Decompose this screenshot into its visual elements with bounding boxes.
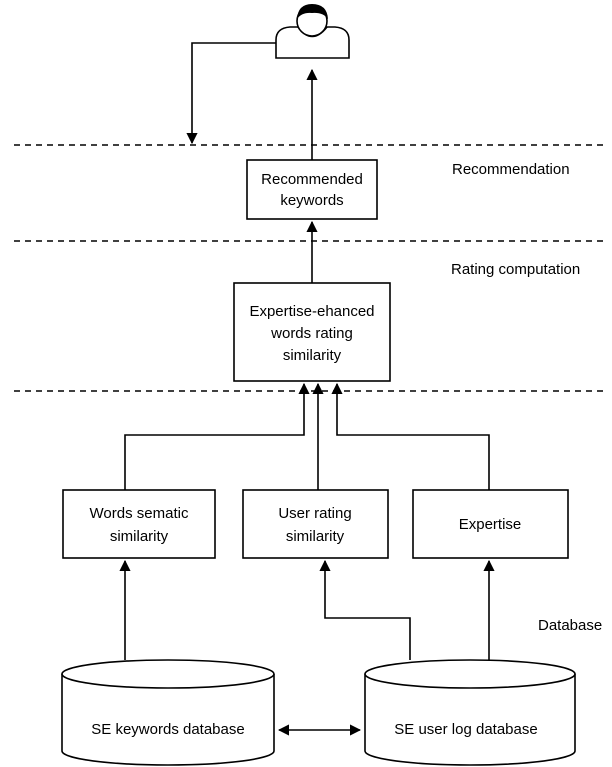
user-icon	[275, 4, 350, 59]
se-keywords-database: SE keywords database	[61, 659, 275, 766]
recommended-keywords-node: Recommended keywords	[246, 159, 378, 220]
arrow-userlog-db-to-user-rating	[319, 559, 411, 660]
words-semantic-line2: similarity	[110, 528, 169, 545]
expertise-enhanced-node: Expertise-ehanced words rating similarit…	[233, 282, 391, 382]
expertise-node: Expertise	[412, 489, 569, 559]
se-user-log-database: SE user log database	[364, 659, 576, 766]
layer-label-database: Database	[538, 617, 602, 634]
expertise-enhanced-line2: words rating	[270, 325, 353, 342]
expertise-enhanced-line1: Expertise-ehanced	[249, 303, 374, 320]
user-rating-line2: similarity	[286, 528, 345, 545]
arrow-semantic-to-enhanced	[124, 382, 310, 490]
layer-label-rating: Rating computation	[451, 261, 580, 278]
user-rating-line1: User rating	[278, 505, 351, 522]
arrow-expertise-to-enhanced	[331, 382, 490, 490]
recommended-keywords-line2: keywords	[280, 192, 343, 209]
se-keywords-database-label: SE keywords database	[91, 721, 244, 738]
user-rating-node: User rating similarity	[242, 489, 389, 559]
expertise-label: Expertise	[459, 516, 522, 533]
se-user-log-database-label: SE user log database	[394, 721, 537, 738]
arrow-user-to-system	[186, 42, 276, 145]
expertise-enhanced-line3: similarity	[283, 347, 342, 364]
recommended-keywords-line1: Recommended	[261, 171, 363, 188]
layer-label-recommendation: Recommendation	[452, 161, 570, 178]
words-semantic-node: Words sematic similarity	[62, 489, 216, 559]
words-semantic-line1: Words sematic	[90, 505, 189, 522]
